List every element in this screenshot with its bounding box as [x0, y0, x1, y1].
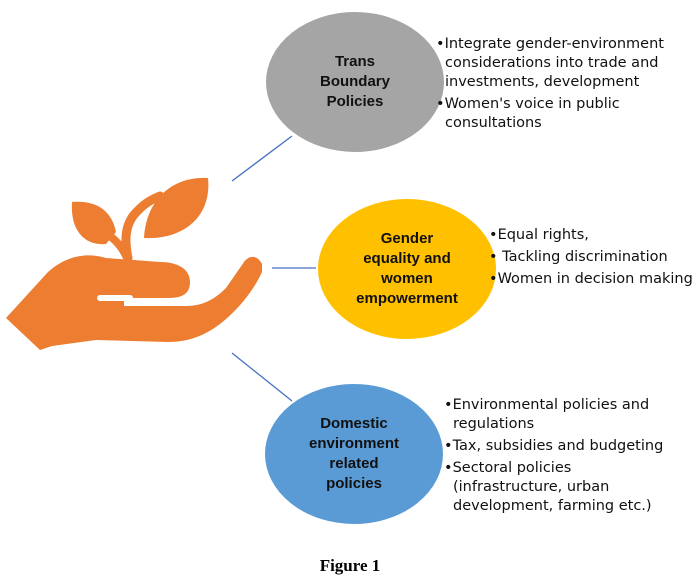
node-label-middle: Gender equality and women empowerment	[356, 230, 458, 307]
bullet-item: Tax, subsidies and budgeting	[444, 437, 669, 456]
plant-in-hand-icon	[6, 177, 262, 350]
bullet-item: Equal rights,	[489, 226, 700, 245]
connector-bottom	[231, 352, 293, 402]
node-label-top: Trans Boundary Policies	[319, 53, 390, 110]
bullet-item: Environmental policies and regulations	[444, 396, 669, 434]
node-label-bottom: Domestic environment related policies	[308, 415, 399, 492]
circle-middle	[316, 197, 498, 341]
bullet-item: Integrate gender-environment considerati…	[436, 35, 700, 92]
bullet-item: Tackling discrimination	[489, 248, 700, 267]
bullet-list-top: Integrate gender-environment considerati…	[436, 35, 700, 136]
bullet-item: Women in decision making	[489, 270, 700, 289]
figure-caption: Figure 1	[319, 556, 381, 575]
bullet-list-bottom: Environmental policies and regulations T…	[444, 396, 669, 519]
bullet-item: Sectoral policies (infrastructure, urban…	[444, 459, 669, 516]
connector-top	[231, 135, 293, 182]
bullet-item: Women's voice in public consultations	[436, 95, 700, 133]
bullet-list-middle: Equal rights, Tackling discrimination Wo…	[489, 226, 700, 292]
